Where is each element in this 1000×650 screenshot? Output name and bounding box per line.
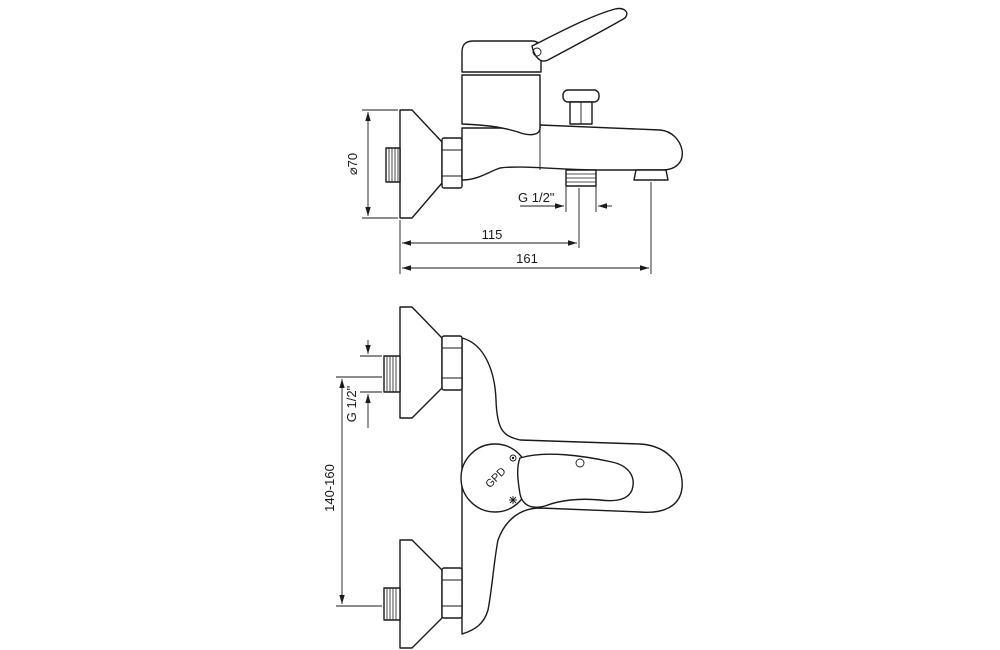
side-aerator [633,169,669,181]
side-spout [461,124,683,181]
length-115-dimension: 115 [399,188,580,274]
front-flange-top [399,306,443,419]
front-flange-bottom [399,539,443,649]
front-union-nut-bottom [441,567,463,619]
side-mixer-body [461,74,541,136]
side-diverter-knob [562,89,600,125]
front-thread-bottom [383,587,401,621]
cold-water-icon [509,496,517,504]
side-cartridge-cap [461,40,542,73]
outlet-thread-dimension: G 1/2" [518,186,612,212]
side-view: ⌀70 G 1/2" 115 161 [345,7,683,274]
front-lever-handle [517,453,634,508]
front-view: GPD G 1/2" 140-160 [322,306,683,649]
flange-diameter-label: ⌀70 [345,153,360,175]
hot-water-icon [509,454,517,462]
side-union-nut [441,137,463,189]
side-thread-outlet [565,169,597,187]
front-union-nut-top [441,335,463,391]
side-wall-flange [399,109,443,219]
side-lever-handle [531,7,628,62]
flange-diameter-dimension: ⌀70 [345,109,398,219]
length-161-dimension: 161 [402,182,652,274]
inlet-thread-dimension: G 1/2" [344,340,382,428]
length-161-label: 161 [516,251,538,266]
side-thread-inlet [385,147,401,183]
front-thread-top [383,355,401,393]
inlet-spacing-label: 140-160 [322,464,337,512]
inlet-thread-label: G 1/2" [344,385,359,422]
length-115-label: 115 [482,227,503,242]
inlet-spacing-dimension: 140-160 [322,376,382,607]
outlet-thread-label: G 1/2" [518,190,555,205]
